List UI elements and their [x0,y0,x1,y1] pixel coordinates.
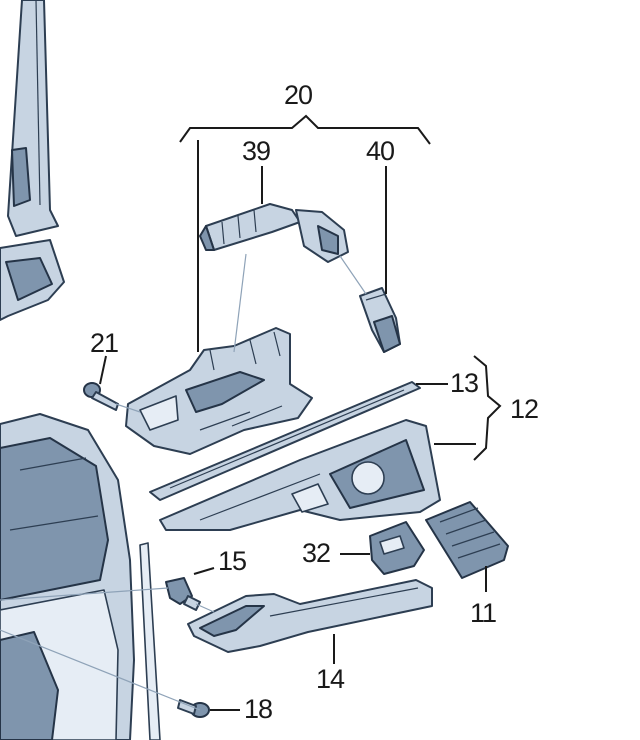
part-21-screw [83,382,119,411]
part-11-switch-insert [425,501,509,579]
part-39-handle-cover [199,203,349,263]
part-13-trim-strip [149,381,421,501]
assembly-lines [0,253,367,711]
callout-15: 15 [218,546,246,576]
callout-21: 21 [90,328,118,358]
callout-11: 11 [470,598,496,628]
part-15-clip [165,577,201,611]
leader-lines [99,114,502,711]
part-32-switch [369,521,425,575]
callout-40: 40 [366,136,394,166]
door-trim-panel [0,0,161,740]
callout-12: 12 [510,394,538,424]
callout-20: 20 [284,80,312,110]
part-20-handle-bracket [125,327,313,455]
callout-13: 13 [450,368,478,398]
callout-labels: 20 39 40 21 13 12 32 11 15 14 18 [90,80,539,724]
callout-18: 18 [244,694,272,724]
callout-32: 32 [302,538,330,568]
part-12-switch-panel [159,419,441,531]
callout-39: 39 [242,136,270,166]
part-40-switch [359,287,401,353]
part-14-armrest-cover [187,579,433,653]
callout-14: 14 [316,664,345,694]
